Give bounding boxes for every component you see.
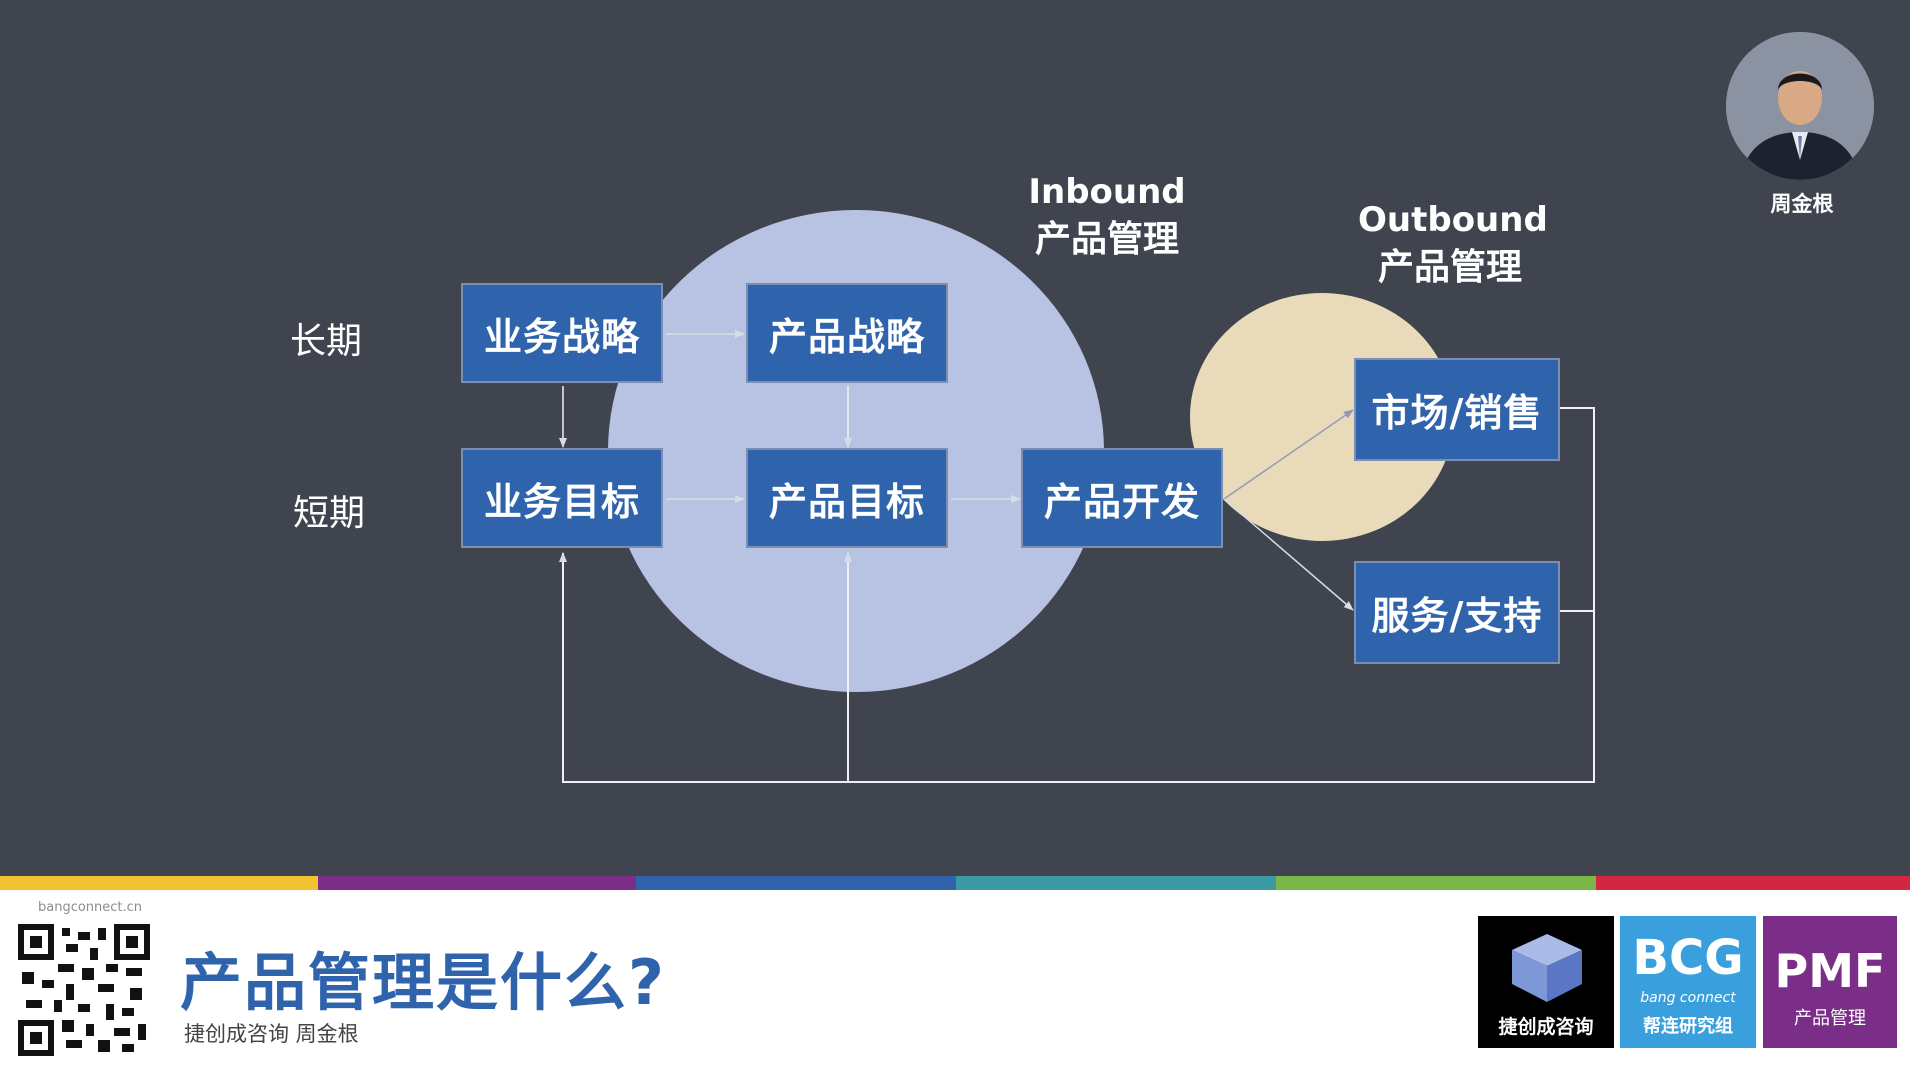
box-market-sales: 市场/销售 xyxy=(1354,358,1560,461)
presenter-name: 周金根 xyxy=(1770,192,1834,216)
stripe-red xyxy=(1596,876,1910,890)
box-product-goal: 产品目标 xyxy=(746,448,948,548)
stripe-teal xyxy=(956,876,1276,890)
connector-lines xyxy=(559,330,1595,783)
diagram-stage: Inbound 产品管理 Outbound 产品管理 长期 短期 业务战略 产品… xyxy=(290,32,1874,783)
row-label-long-term: 长期 xyxy=(290,321,363,362)
page-title: 产品管理是什么? xyxy=(180,946,666,1019)
page-subtitle: 捷创成咨询 周金根 xyxy=(184,1022,359,1046)
footer: bangconnect.cn 产品管理是什么? 捷创成咨询 周金根 捷创成咨询 … xyxy=(0,890,1910,1072)
qr-code-icon xyxy=(18,924,150,1056)
box-service-support: 服务/支持 xyxy=(1354,561,1560,664)
inbound-title-zh: 产品管理 xyxy=(1034,219,1179,260)
stripe-purple xyxy=(318,876,636,890)
logo-bcg: BCG bang connect 帮连研究组 xyxy=(1620,916,1756,1048)
logo-bcg-label: 帮连研究组 xyxy=(1643,1016,1733,1037)
feedback-loop xyxy=(559,407,1595,783)
arrow-dev-to-service xyxy=(1223,498,1354,611)
box-business-strategy: 业务战略 xyxy=(461,283,663,383)
row-label-short-term: 短期 xyxy=(293,493,366,534)
logo-pmf-big: PMF xyxy=(1774,944,1886,998)
logo-jiechuangcheng: 捷创成咨询 xyxy=(1478,916,1614,1048)
logo-bcg-small: bang connect xyxy=(1640,990,1736,1006)
site-url[interactable]: bangconnect.cn xyxy=(38,900,143,915)
logo-pmf: PMF 产品管理 xyxy=(1763,916,1897,1048)
box-business-goal: 业务目标 xyxy=(461,448,663,548)
person-portrait-icon xyxy=(1726,32,1874,180)
stripe-blue xyxy=(636,876,956,890)
stripe-green xyxy=(1276,876,1596,890)
arrow-dev-to-market xyxy=(1223,409,1354,500)
outbound-title-zh: 产品管理 xyxy=(1377,247,1522,288)
outbound-title: Outbound 产品管理 xyxy=(1358,196,1548,292)
logo-pmf-label: 产品管理 xyxy=(1794,1008,1866,1029)
outbound-title-en: Outbound xyxy=(1358,200,1548,240)
box-product-dev: 产品开发 xyxy=(1021,448,1223,548)
stripe-yellow xyxy=(0,876,318,890)
inbound-title-en: Inbound xyxy=(1028,172,1186,212)
cube-icon xyxy=(1512,934,1582,1002)
box-product-strategy: 产品战略 xyxy=(746,283,948,383)
logo-bcg-big: BCG xyxy=(1632,930,1744,986)
logo-jc-label: 捷创成咨询 xyxy=(1498,1016,1594,1038)
inbound-title: Inbound 产品管理 xyxy=(1020,168,1194,264)
